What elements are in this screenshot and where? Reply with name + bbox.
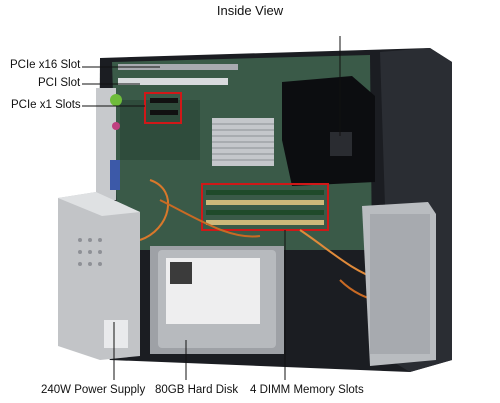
callout-pcie-x1: PCIe x1 Slots xyxy=(11,99,81,111)
drive-cage-face xyxy=(370,214,430,354)
dimm-slot-1 xyxy=(206,190,324,195)
pcie-x1-slot-b xyxy=(150,110,178,115)
dimm-slots-highlight-box xyxy=(201,183,329,231)
callout-memory: 4 DIMM Memory Slots xyxy=(250,384,364,396)
callout-pcie-x16: PCIe x16 Slot xyxy=(10,59,81,71)
callout-power-supply: 240W Power Supply xyxy=(41,384,146,396)
power-supply xyxy=(58,192,140,360)
audio-port xyxy=(110,94,122,106)
pci-slot xyxy=(118,78,228,85)
dimm-slot-4 xyxy=(206,220,324,225)
fan-duct xyxy=(282,76,375,186)
board-detail-area xyxy=(120,100,200,160)
pcie-x1-highlight-box xyxy=(144,92,182,124)
hard-disk-brand xyxy=(170,262,192,284)
pcie-x16-slot xyxy=(118,64,238,70)
power-supply-label xyxy=(104,320,128,348)
cable-bundle-2 xyxy=(159,199,261,238)
dimm-slot-3 xyxy=(206,210,324,215)
power-supply-top xyxy=(58,192,140,216)
callout-hard-disk: 80GB Hard Disk xyxy=(155,384,239,396)
audio-port-2 xyxy=(112,122,120,130)
pcie-x1-slot-a xyxy=(150,98,178,103)
callout-pci: PCI Slot xyxy=(38,77,81,89)
vga-port xyxy=(110,160,120,190)
duct-latch xyxy=(330,132,352,156)
diagram-title: Inside View xyxy=(216,3,284,18)
dimm-slot-2 xyxy=(206,200,324,205)
cable-bundle-1 xyxy=(139,179,169,241)
